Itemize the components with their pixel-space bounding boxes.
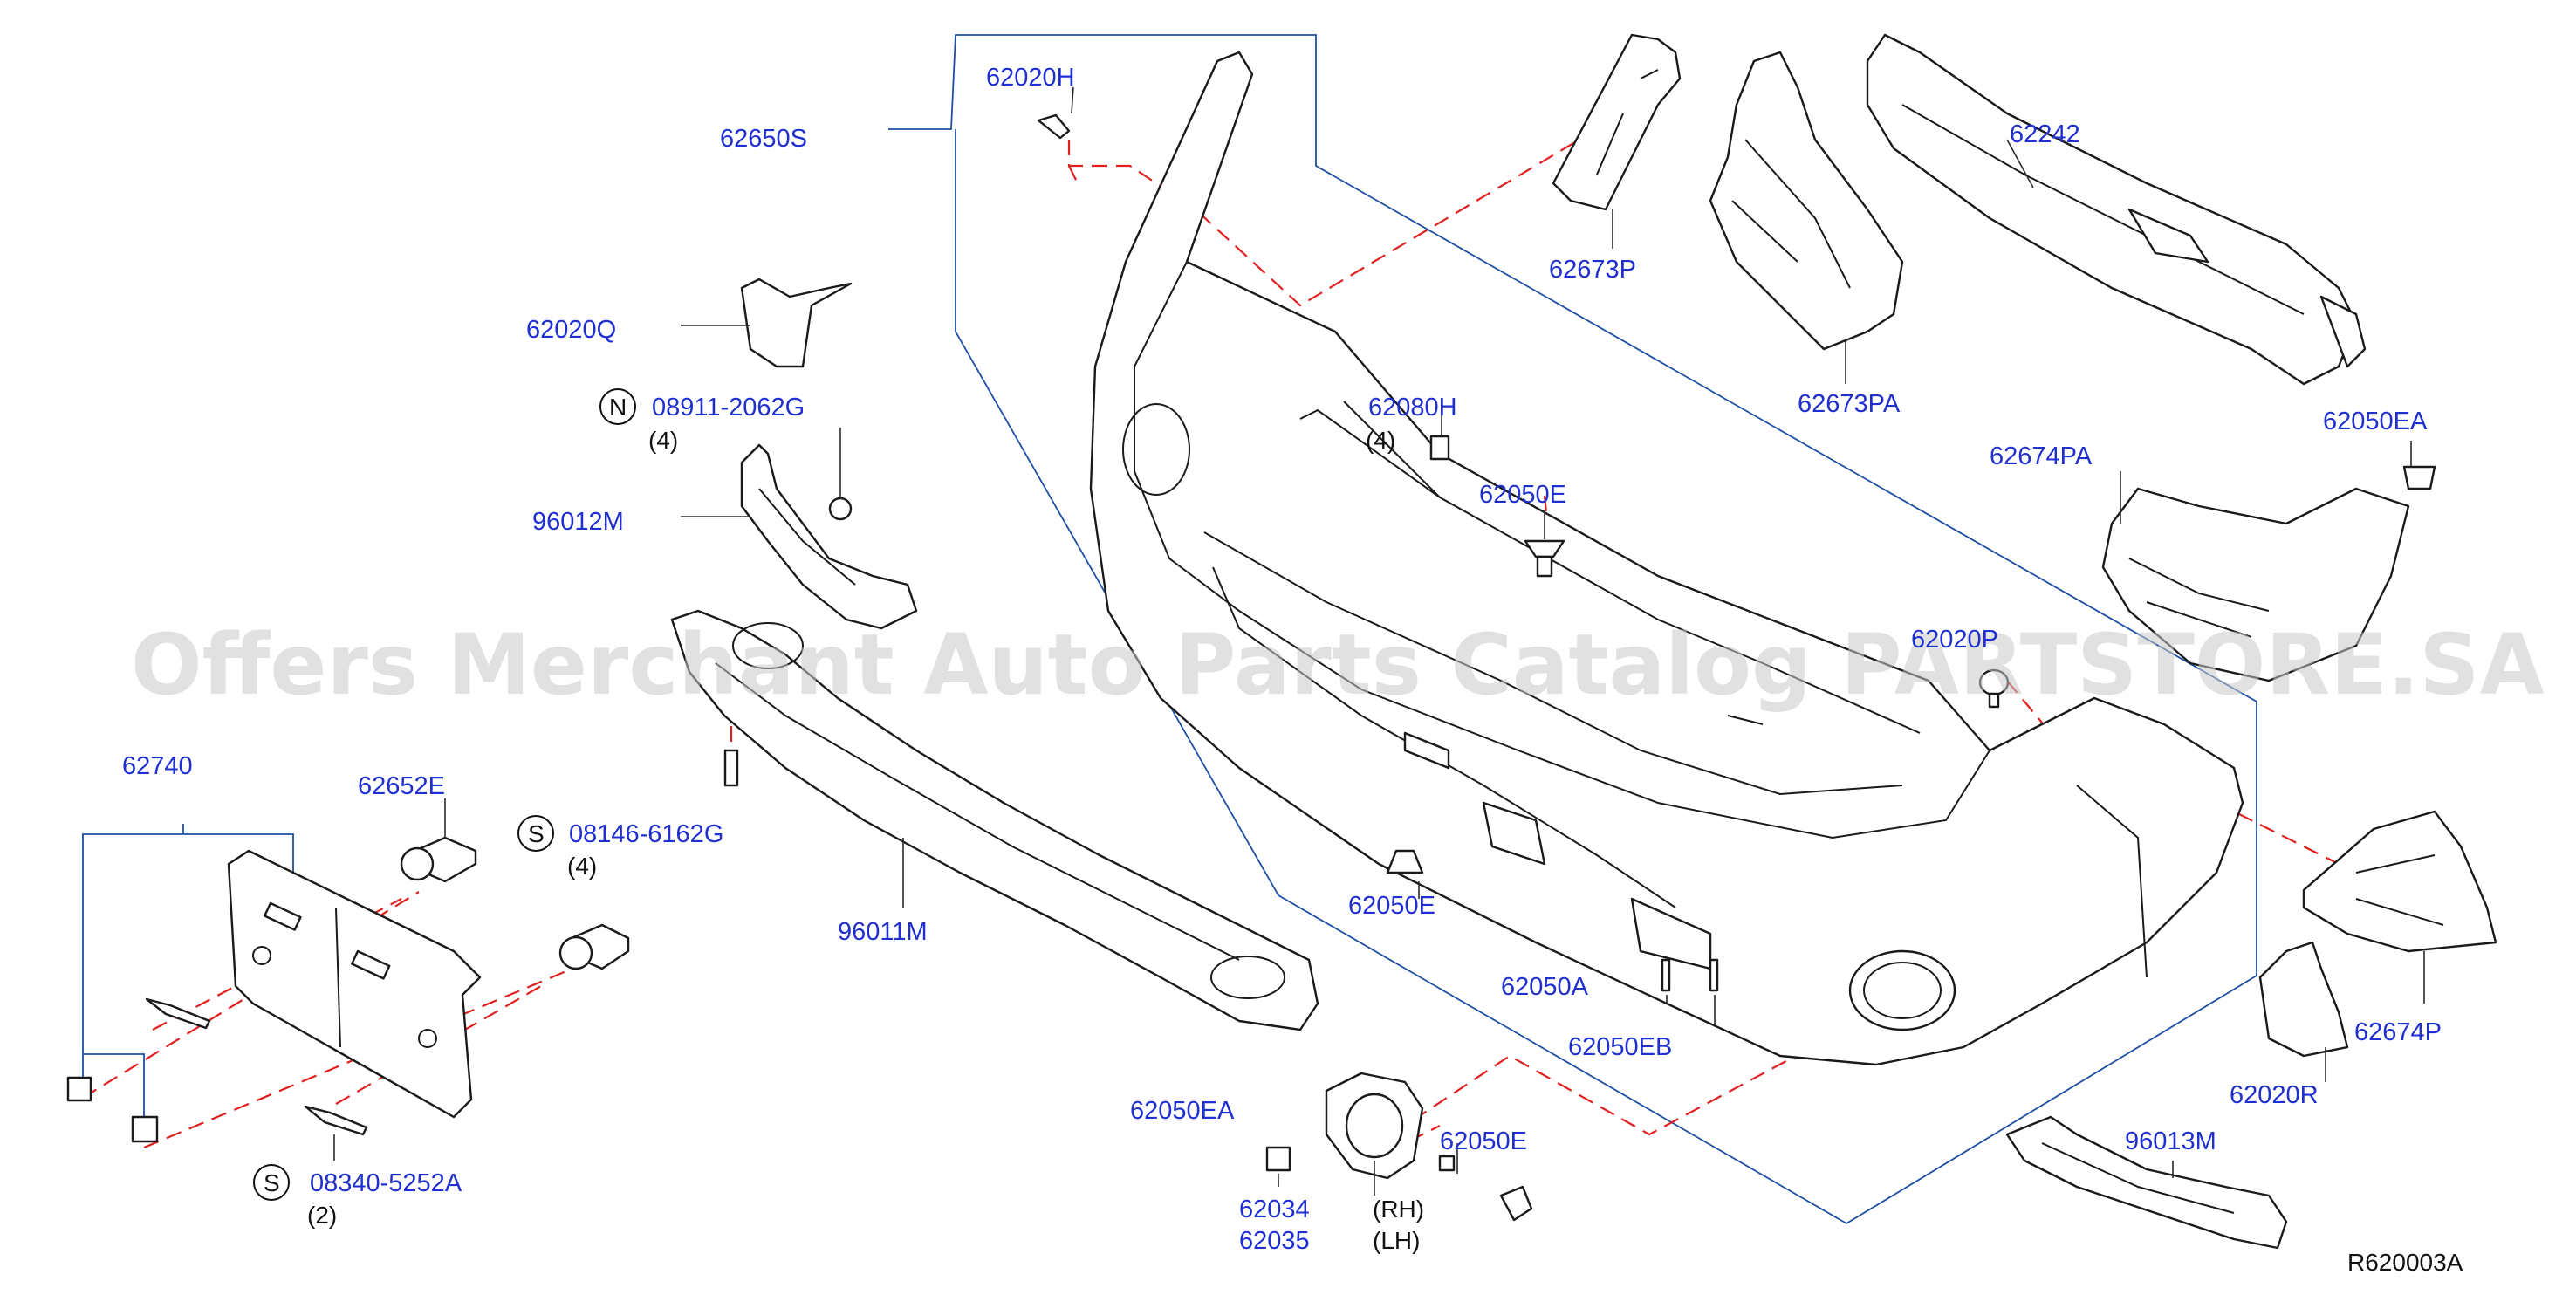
license-bracket-62740 xyxy=(227,849,482,1119)
label-08146-6162G: 08146-6162G xyxy=(569,820,723,848)
label-62020P: 62020P xyxy=(1911,626,1998,654)
label-62034: 62034 xyxy=(1239,1196,1310,1223)
label-62080H: 62080H xyxy=(1368,394,1457,421)
label-62674PA: 62674PA xyxy=(1990,442,2093,470)
label-rh: (RH) xyxy=(1373,1196,1424,1223)
label-08911-2062G: 08911-2062G xyxy=(652,394,805,421)
label-62674P: 62674P xyxy=(2354,1018,2442,1046)
qty-08146: (4) xyxy=(567,853,597,880)
label-62020Q: 62020Q xyxy=(526,316,616,344)
label-08340-5252A: 08340-5252A xyxy=(310,1169,462,1197)
label-62050E-bottom: 62050E xyxy=(1440,1127,1527,1155)
n-mark: N xyxy=(609,394,627,421)
label-96012M: 96012M xyxy=(532,508,624,536)
cover-96013M xyxy=(2005,1115,2288,1250)
label-62020H: 62020H xyxy=(986,64,1075,92)
label-62740: 62740 xyxy=(122,752,193,780)
cover-62020R xyxy=(2258,941,2349,1082)
label-lh: (LH) xyxy=(1373,1227,1420,1254)
qty-08911: (4) xyxy=(648,427,678,454)
label-62673PA: 62673PA xyxy=(1798,390,1901,418)
diagram-code: R620003A xyxy=(2347,1249,2463,1276)
n-mark-circle xyxy=(599,388,636,425)
label-62050A: 62050A xyxy=(1501,973,1589,1001)
qty-08340: (2) xyxy=(307,1202,337,1229)
label-62035: 62035 xyxy=(1239,1227,1310,1255)
label-62050E-mid: 62050E xyxy=(1348,892,1435,920)
label-62650S: 62650S xyxy=(720,125,807,153)
qty-62080H: (4) xyxy=(1366,427,1395,454)
label-62673P: 62673P xyxy=(1549,256,1636,284)
label-62020R: 62020R xyxy=(2230,1081,2319,1109)
label-62652E: 62652E xyxy=(358,772,445,800)
label-62050E-top: 62050E xyxy=(1479,481,1566,509)
fasteners xyxy=(66,113,2436,1222)
side-bracket-62674PA xyxy=(2101,471,2410,682)
cover-62020Q xyxy=(681,278,853,368)
label-62050EA-bottom: 62050EA xyxy=(1130,1097,1235,1125)
label-62242: 62242 xyxy=(2010,120,2080,148)
label-leaders xyxy=(333,86,2412,1196)
side-bracket-62674P xyxy=(2302,810,2497,1004)
label-96013M: 96013M xyxy=(2125,1127,2216,1155)
label-62050EA-right: 62050EA xyxy=(2323,408,2428,435)
watermark: Offers Merchant Auto Parts Catalog PARTS… xyxy=(131,616,2545,714)
side-bracket-62673PA xyxy=(1709,51,1904,384)
bumper-fascia xyxy=(1089,51,2244,1066)
bracket-96011M xyxy=(670,609,1319,1031)
bracket-96012M xyxy=(681,443,918,630)
side-bracket-62673P xyxy=(1552,33,1682,249)
reinforcement-62242 xyxy=(1866,33,2367,386)
s-mark-2: S xyxy=(264,1169,280,1196)
s-mark-circle-2 xyxy=(253,1164,290,1201)
label-62050EB: 62050EB xyxy=(1568,1033,1672,1061)
s-mark-1: S xyxy=(528,820,545,847)
s-mark-circle-1 xyxy=(517,815,554,852)
part-labels: 62650S 62020H 62673P 62673PA 62242 62020… xyxy=(122,64,2463,1276)
label-96011M: 96011M xyxy=(838,918,928,946)
assembly-bracket-62740 xyxy=(82,824,294,1126)
